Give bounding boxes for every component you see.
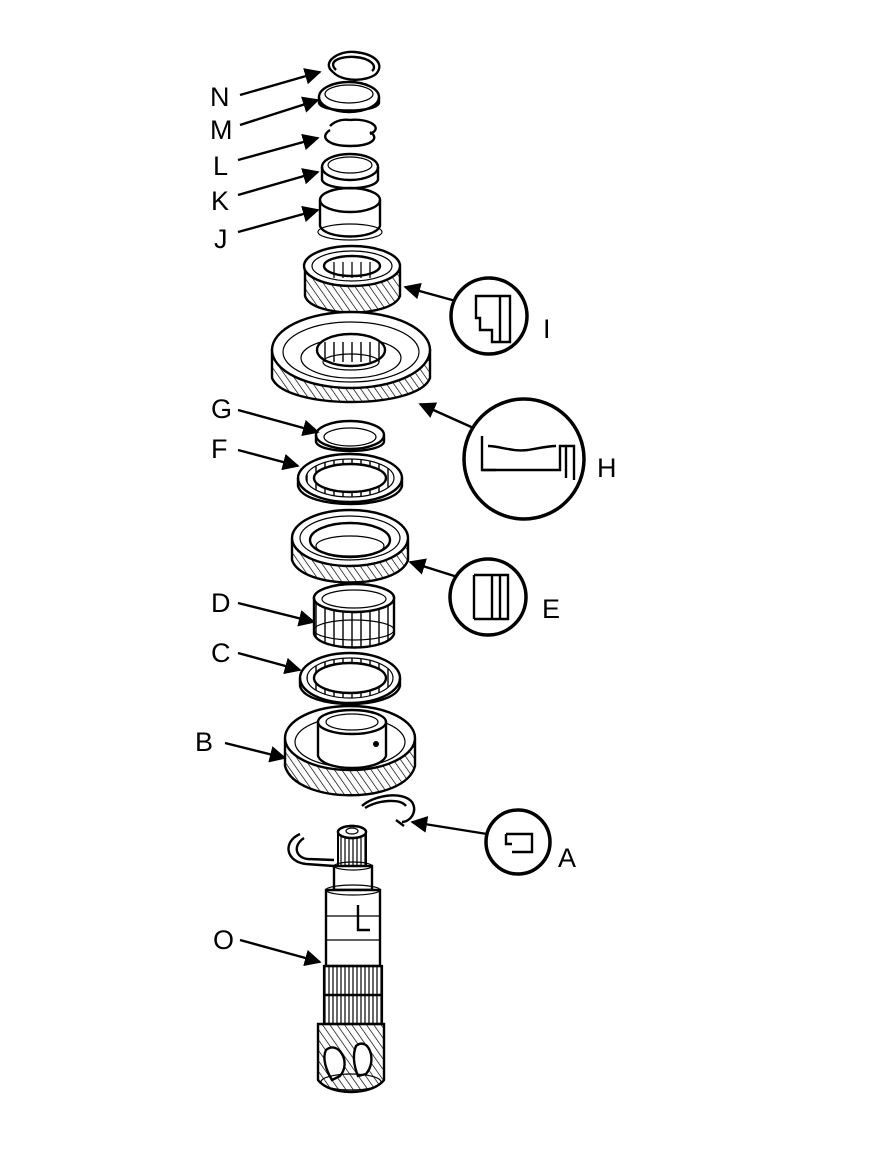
label-f: F	[211, 434, 228, 464]
part-i-gear	[302, 244, 402, 314]
label-d: D	[211, 588, 231, 618]
part-l-split-ring	[324, 118, 377, 148]
label-m: M	[210, 115, 233, 145]
label-c: C	[211, 638, 231, 668]
detail-circle-i	[449, 276, 529, 356]
part-k-ring	[320, 152, 380, 190]
part-h-large-gear	[270, 310, 432, 404]
part-a-retaining-clip	[361, 794, 416, 827]
label-k: K	[211, 186, 230, 216]
label-h: H	[597, 453, 617, 483]
part-g-ring	[314, 419, 386, 453]
part-e-gear	[290, 508, 410, 584]
label-g: G	[211, 394, 233, 424]
label-i: I	[543, 314, 551, 344]
label-o: O	[213, 925, 235, 955]
detail-circle-a	[484, 808, 552, 876]
label-e: E	[542, 594, 561, 624]
label-a: A	[558, 843, 577, 873]
detail-circle-e	[448, 557, 528, 637]
part-o-main-shaft	[287, 824, 386, 1094]
label-l: L	[213, 151, 229, 181]
label-b: B	[195, 727, 214, 757]
part-b-gear-with-hub	[283, 704, 417, 797]
detail-circle-h	[462, 397, 586, 521]
part-f-thrust-bearing	[296, 452, 404, 506]
label-j: J	[214, 224, 228, 254]
part-c-thrust-bearing	[298, 651, 402, 706]
part-m-washer	[317, 80, 381, 114]
part-n-snap-ring	[327, 50, 381, 81]
part-j-sleeve	[317, 186, 383, 241]
part-d-needle-bearing	[312, 582, 396, 649]
leader-arrows	[224, 68, 322, 967]
label-n: N	[210, 82, 230, 112]
